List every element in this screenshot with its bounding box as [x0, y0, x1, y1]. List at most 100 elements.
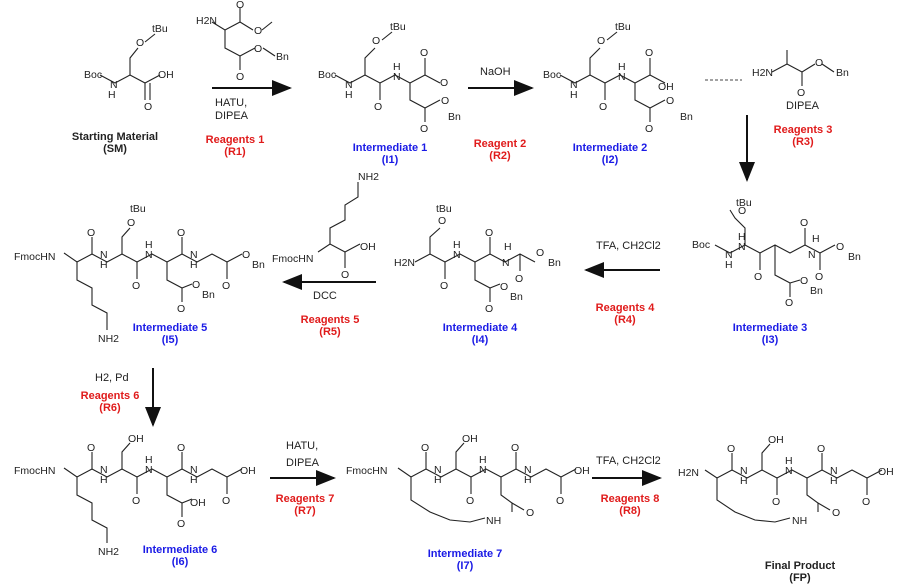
- atom-nh2: NH2: [98, 333, 119, 345]
- atom-o: O: [797, 87, 805, 99]
- atom-h2n: H2N: [752, 67, 773, 79]
- label-r1-code: (R1): [224, 146, 246, 158]
- atom-o: O: [800, 275, 808, 287]
- label-i5-name: Intermediate 5: [132, 322, 208, 334]
- atom-tbu: tBu: [736, 197, 752, 209]
- atom-nh: NH: [486, 515, 501, 527]
- atom-h2n: H2N: [394, 257, 415, 269]
- atom-n: N: [190, 464, 198, 476]
- label-r2-name: Reagent 2: [473, 138, 527, 150]
- atom-o: O: [800, 217, 808, 229]
- label-r8-code: (R8): [619, 505, 641, 517]
- label-r7: Reagents 7 (R7): [260, 493, 350, 517]
- label-r6-code: (R6): [99, 402, 121, 414]
- label-sm: Starting Material (SM): [65, 131, 165, 155]
- atom-bn: Bn: [848, 251, 861, 263]
- label-i5-code: (I5): [161, 334, 179, 346]
- atom-h2n: H2N: [196, 15, 217, 27]
- atom-o: O: [144, 101, 152, 113]
- atom-o: O: [754, 271, 762, 283]
- atom-h: H: [190, 474, 198, 486]
- structure-i5: FmocHN O O O O H N H N H N O tBu O Bn O …: [14, 203, 265, 345]
- label-i3: Intermediate 3 (I3): [715, 322, 825, 346]
- atom-bn: Bn: [252, 259, 265, 271]
- atom-o: O: [127, 217, 135, 229]
- label-i4-name: Intermediate 4: [442, 322, 518, 334]
- atom-oh: OH: [878, 466, 894, 478]
- label-sm-name: Starting Material: [71, 131, 159, 143]
- conditions-r3-line1: DIPEA: [786, 100, 820, 112]
- label-i3-name: Intermediate 3: [732, 322, 808, 334]
- atom-o: O: [236, 0, 244, 11]
- structure-fp: H2N O O O O H N H N H N OH OH O NH: [678, 434, 894, 527]
- label-r5-code: (R5): [319, 326, 341, 338]
- atom-o: O: [222, 495, 230, 507]
- atom-boc: Boc: [84, 69, 102, 81]
- atom-nh: NH: [792, 515, 807, 527]
- atom-h: H: [738, 231, 746, 243]
- atom-o: O: [556, 495, 564, 507]
- atom-boc: Boc: [692, 239, 710, 251]
- atom-h: H: [145, 454, 153, 466]
- atom-oh: OH: [360, 241, 376, 253]
- structure-i6: FmocHN O O O O H N H N H N OH OH O OH NH…: [14, 433, 256, 558]
- atom-o: O: [645, 47, 653, 59]
- atom-oh: OH: [158, 69, 174, 81]
- atom-o: O: [466, 495, 474, 507]
- atom-h: H: [785, 455, 793, 467]
- label-sm-code: (SM): [103, 143, 127, 155]
- atom-h: H: [830, 475, 838, 487]
- atom-n: N: [738, 241, 746, 253]
- atom-o: O: [836, 241, 844, 253]
- atom-n: N: [190, 249, 198, 261]
- atom-bn: Bn: [276, 51, 289, 63]
- conditions-r8: TFA, CH2Cl2: [596, 455, 661, 468]
- conditions-r1-line1: HATU,: [215, 97, 248, 109]
- atom-o: O: [87, 227, 95, 239]
- conditions-r4: TFA, CH2Cl2: [596, 240, 661, 253]
- atom-o: O: [438, 215, 446, 227]
- atom-h2n: H2N: [678, 467, 699, 479]
- label-i5: Intermediate 5 (I5): [115, 322, 225, 346]
- atom-fmochn: FmocHN: [14, 251, 55, 263]
- atom-oh: OH: [658, 81, 674, 93]
- atom-n: N: [502, 257, 510, 269]
- atom-oh: OH: [128, 433, 144, 445]
- atom-oh: OH: [240, 465, 256, 477]
- label-i1-name: Intermediate 1: [352, 142, 428, 154]
- conditions-r3: DIPEA: [786, 100, 819, 113]
- label-r1-name: Reagents 1: [205, 134, 265, 146]
- label-i2-code: (I2): [601, 154, 619, 166]
- atom-o: O: [421, 442, 429, 454]
- label-i6-code: (I6): [171, 556, 189, 568]
- atom-n: N: [570, 79, 578, 91]
- atom-o: O: [727, 443, 735, 455]
- conditions-r7-line1: HATU,: [286, 440, 319, 452]
- atom-o: O: [500, 281, 508, 293]
- atom-o: O: [177, 518, 185, 530]
- atom-h: H: [524, 474, 532, 486]
- atom-o: O: [177, 303, 185, 315]
- atom-tbu: tBu: [615, 21, 631, 33]
- atom-bn: Bn: [510, 291, 523, 303]
- structure-r3: H2N O O Bn: [752, 50, 849, 99]
- atom-o: O: [526, 507, 534, 519]
- atom-o: O: [536, 247, 544, 259]
- atom-n: N: [145, 249, 153, 261]
- atom-h: H: [740, 475, 748, 487]
- label-i1-code: (I1): [381, 154, 399, 166]
- conditions-r1-line2: DIPEA: [215, 110, 249, 122]
- atom-o: O: [862, 496, 870, 508]
- label-r4: Reagents 4 (R4): [580, 302, 670, 326]
- atom-h: H: [453, 239, 461, 251]
- conditions-r2: NaOH: [480, 66, 511, 79]
- atom-n: N: [345, 79, 353, 91]
- label-i6-name: Intermediate 6: [142, 544, 218, 556]
- label-fp-name: Final Product: [764, 560, 836, 572]
- atom-n: N: [100, 249, 108, 261]
- atom-o: O: [738, 205, 746, 217]
- structure-r5: FmocHN OH O NH2: [272, 171, 379, 281]
- atom-n: N: [479, 464, 487, 476]
- atom-o: O: [772, 496, 780, 508]
